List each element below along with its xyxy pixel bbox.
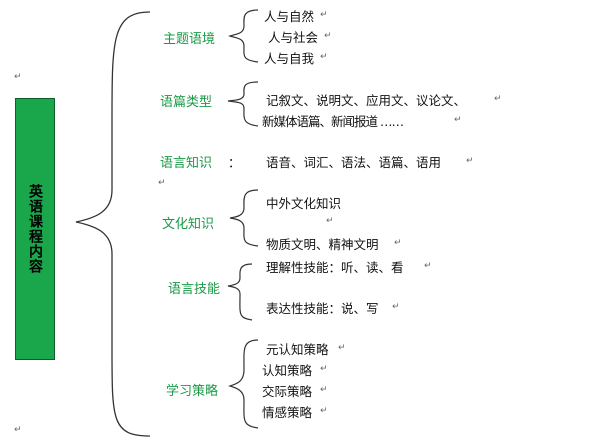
paragraph-mark: ↵ <box>454 115 462 125</box>
skills-item-productive: 表达性技能：说、写 <box>266 301 379 316</box>
language-knowledge-separator: ： <box>228 155 241 170</box>
culture-item-cn-foreign: 中外文化知识 <box>266 196 342 211</box>
paragraph-mark: ↵ <box>14 425 22 435</box>
theme-item-nature: 人与自然 <box>264 9 315 24</box>
paragraph-mark: ↵ <box>14 72 22 82</box>
paragraph-mark: ↵ <box>394 238 402 248</box>
paragraph-mark: ↵ <box>392 302 400 312</box>
main-brace <box>75 11 151 437</box>
skills-item-receptive: 理解性技能：听、读、看 <box>266 260 404 275</box>
paragraph-mark: ↵ <box>320 385 328 395</box>
paragraph-mark: ↵ <box>338 343 346 353</box>
category-culture: 文化知识 <box>162 217 215 232</box>
genre-item-line2: 新媒体语篇、新闻报道 …… <box>262 114 404 129</box>
root-label: 英语课程内容 <box>27 184 43 274</box>
paragraph-mark: ↵ <box>320 10 328 20</box>
culture-item-civilization: 物质文明、精神文明 <box>266 237 379 252</box>
genre-item-line1: 记叙文、说明文、应用文、议论文、 <box>266 93 467 108</box>
category-genre: 语篇类型 <box>160 95 213 110</box>
strategies-item-metacognitive: 元认知策略 <box>266 342 329 357</box>
category-language-knowledge: 语言知识 <box>160 156 213 171</box>
paragraph-mark: ↵ <box>320 52 328 62</box>
strategies-item-cognitive: 认知策略 <box>262 363 313 378</box>
paragraph-mark: ↵ <box>466 156 474 166</box>
paragraph-mark: ↵ <box>320 364 328 374</box>
language-knowledge-items: 语音、词汇、语法、语篇、语用 <box>266 155 442 170</box>
paragraph-mark: ↵ <box>424 261 432 271</box>
strategies-item-affective: 情感策略 <box>262 405 313 420</box>
brace-genre <box>227 81 259 127</box>
category-theme: 主题语境 <box>163 32 216 47</box>
paragraph-mark: ↵ <box>320 406 328 416</box>
brace-strategies <box>228 339 259 429</box>
theme-item-self: 人与自我 <box>264 51 315 66</box>
theme-item-society: 人与社会 <box>268 30 319 45</box>
brace-skills <box>227 263 253 321</box>
brace-theme <box>228 9 259 63</box>
strategies-item-communicative: 交际策略 <box>262 384 313 399</box>
paragraph-mark: ↵ <box>494 94 502 104</box>
paragraph-mark: ↵ <box>326 216 334 226</box>
brace-culture <box>229 189 259 247</box>
root-node: 英语课程内容 <box>15 98 55 360</box>
paragraph-mark: ↵ <box>324 31 332 41</box>
category-strategies: 学习策略 <box>166 384 219 399</box>
category-skills: 语言技能 <box>168 282 221 297</box>
paragraph-mark: ↵ <box>158 178 166 188</box>
